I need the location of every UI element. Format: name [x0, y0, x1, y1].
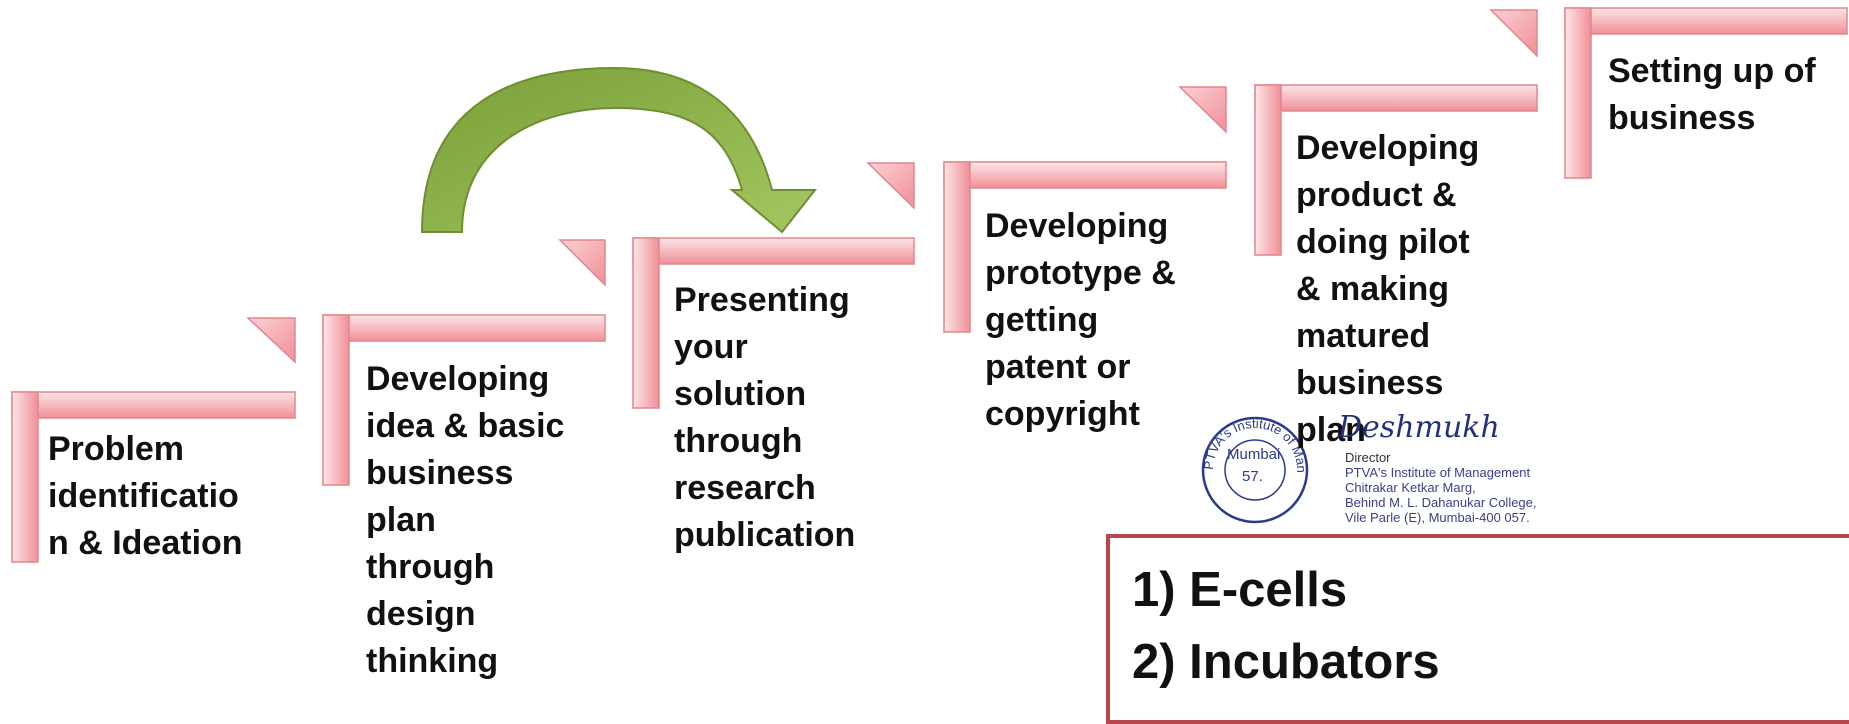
support-list-box: 1) E-cells 2) Incubators — [1106, 534, 1849, 724]
seal-number: 57. — [1242, 468, 1263, 485]
step-4-bracket — [943, 86, 1227, 333]
step-1-label: Problem identificatio n & Ideation — [48, 430, 243, 562]
seal-city: Mumbai — [1227, 446, 1281, 463]
step-3-bracket — [632, 162, 915, 409]
director-address-3: Vile Parle (E), Mumbai-400 057. — [1345, 510, 1530, 525]
director-stamp: Director PTVA's Institute of Management … — [1345, 450, 1537, 525]
step-1-bracket — [11, 317, 296, 563]
step-2-bracket — [322, 239, 606, 486]
step-6-bracket — [1564, 7, 1848, 179]
step-5-label: Developing product & doing pilot & makin… — [1296, 129, 1480, 449]
step-5-bracket — [1254, 9, 1538, 256]
step-3-label: Presenting your solution through researc… — [674, 281, 856, 554]
director-address-1: Chitrakar Ketkar Marg, — [1345, 480, 1476, 495]
director-address-2: Behind M. L. Dahanukar College, — [1345, 495, 1537, 510]
step-4-label: Developing prototype & getting patent or… — [985, 207, 1176, 433]
staircase-diagram: PTVA's Institute of Management — [0, 0, 1848, 563]
list-item-ecells: 1) E-cells — [1132, 563, 1348, 617]
step-6-label: Setting up of business — [1608, 52, 1816, 137]
signature: Deshmukh — [1338, 410, 1500, 445]
curved-arrow — [420, 66, 818, 234]
step-2-label: Developing idea & basic business plan th… — [366, 360, 565, 680]
list-item-incubators: 2) Incubators — [1132, 635, 1440, 689]
director-institute: PTVA's Institute of Management — [1345, 465, 1531, 480]
director-title: Director — [1345, 450, 1391, 465]
